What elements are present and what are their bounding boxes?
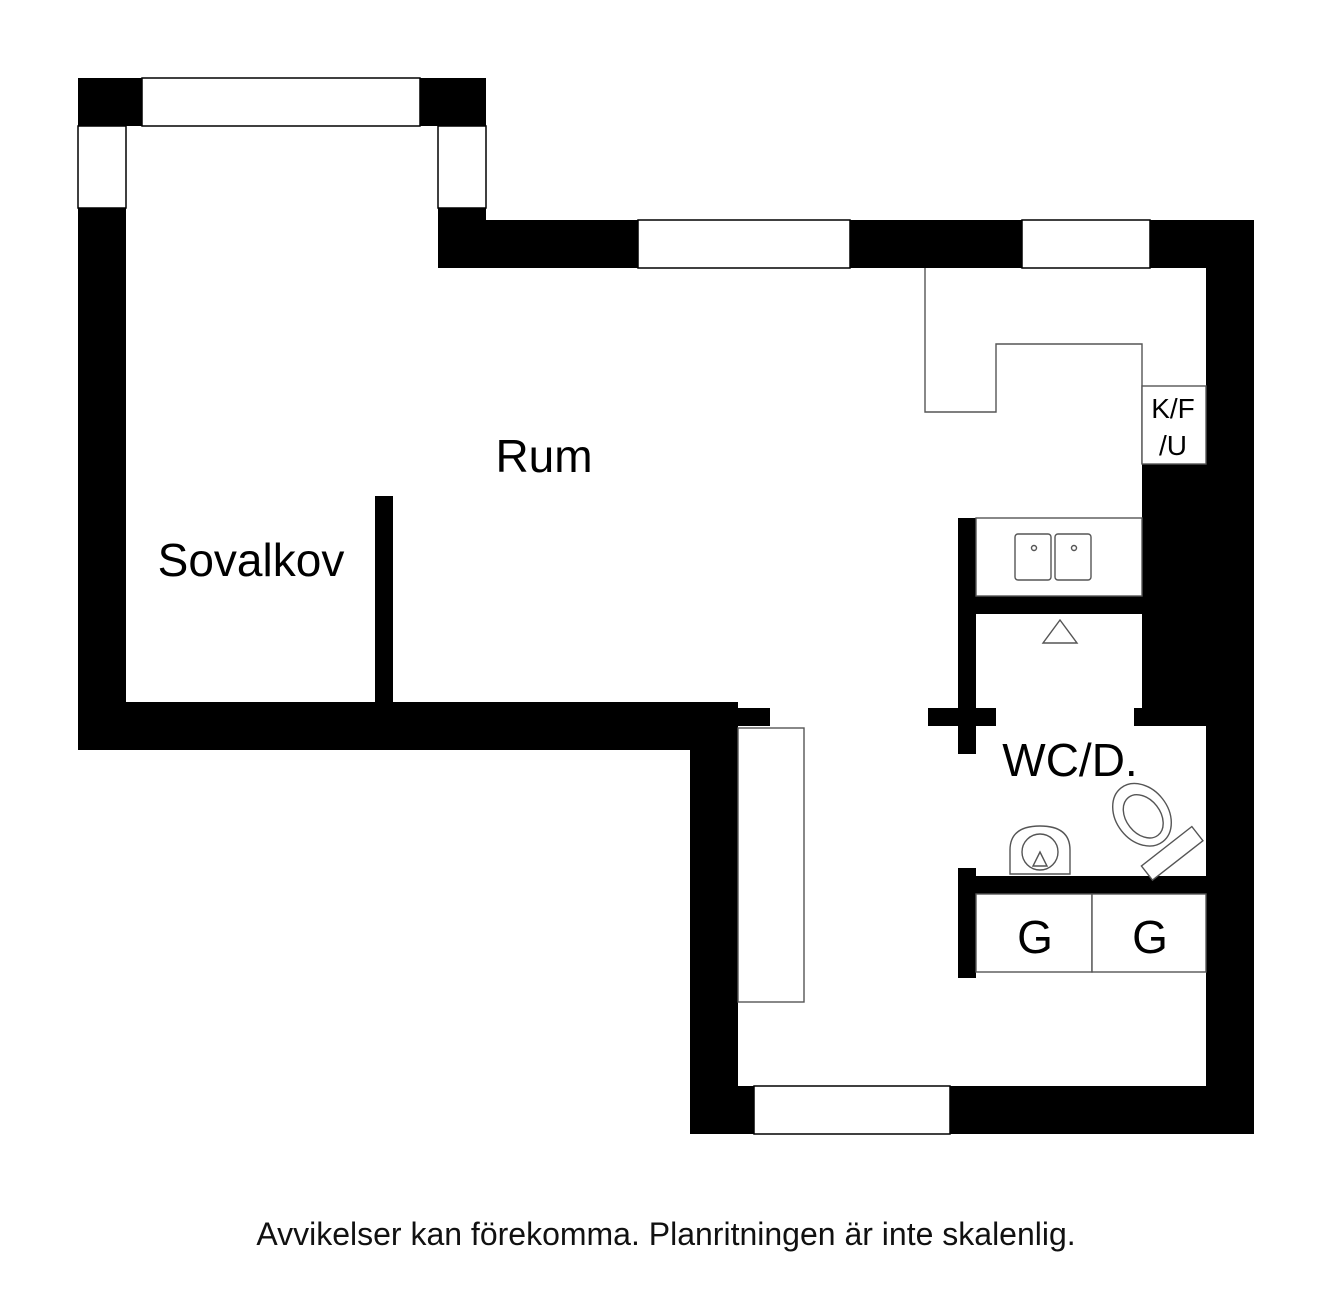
interior-walls xyxy=(375,496,1208,978)
kitchen-counter-outline xyxy=(924,268,1143,464)
wall-wardrobe-left xyxy=(958,868,976,978)
toilet-tank xyxy=(1140,825,1204,882)
wall-kitchen-bottom xyxy=(958,596,1206,614)
entrance-opening xyxy=(753,1085,951,1135)
exterior-walls xyxy=(78,78,1254,1134)
label-kfu-line2: /U xyxy=(1159,430,1187,461)
wall-bottom-left xyxy=(690,1086,754,1134)
shaft-lower xyxy=(1142,614,1254,708)
wall-bay-top-left xyxy=(78,78,142,126)
wall-top-2 xyxy=(850,220,1022,268)
label-g2: G xyxy=(1132,911,1168,963)
wall-top-1 xyxy=(438,220,638,268)
toilet-seat xyxy=(1122,794,1164,839)
window-bay-top xyxy=(141,77,421,127)
ventilation-triangle xyxy=(1041,618,1079,644)
shaft-upper xyxy=(1142,464,1254,596)
disclaimer-caption: Avvikelser kan förekomma. Planritningen … xyxy=(256,1216,1076,1252)
wall-kitchen-left xyxy=(958,518,976,754)
wash-basin xyxy=(1009,825,1071,875)
sink-drain-left xyxy=(1030,544,1038,552)
label-sovalkov: Sovalkov xyxy=(158,534,345,586)
wardrobe-g2 xyxy=(1091,893,1207,973)
wall-lower-left xyxy=(690,702,738,1134)
label-g1: G xyxy=(1017,911,1053,963)
sink-basin-right xyxy=(1054,533,1092,581)
room-labels: Rum Sovalkov K/F /U WC/D. G G xyxy=(158,393,1195,963)
wall-wc-door-stub-left xyxy=(928,708,996,726)
window-bay-left xyxy=(77,125,127,209)
wall-sovalkov-bottom xyxy=(78,702,738,750)
label-kfu-line1: K/F xyxy=(1151,393,1195,424)
fixtures xyxy=(737,268,1207,1003)
label-wc: WC/D. xyxy=(1002,734,1137,786)
window-bay-right xyxy=(437,125,487,209)
wardrobe-g1 xyxy=(975,893,1093,973)
wash-basin-bowl xyxy=(1021,833,1059,871)
windows xyxy=(77,77,1151,1135)
wall-sovalkov-divider xyxy=(375,496,393,706)
wall-wc-door-stub-right xyxy=(1134,708,1208,726)
wall-bay-top-right xyxy=(420,78,486,126)
wall-stub-hall xyxy=(738,708,770,726)
fridge-freezer-cabinet xyxy=(1141,385,1207,465)
window-top-1 xyxy=(637,219,851,269)
sink-drain-right xyxy=(1070,544,1078,552)
wash-basin-tap xyxy=(1031,850,1049,867)
sink-basin-left xyxy=(1014,533,1052,581)
hall-wardrobe xyxy=(737,727,805,1003)
wall-left xyxy=(78,208,126,750)
label-rum: Rum xyxy=(495,430,592,482)
window-top-2 xyxy=(1021,219,1151,269)
wall-bottom-right xyxy=(950,1086,1254,1134)
wall-wc-bottom xyxy=(958,876,1208,894)
toilet xyxy=(1112,782,1204,882)
